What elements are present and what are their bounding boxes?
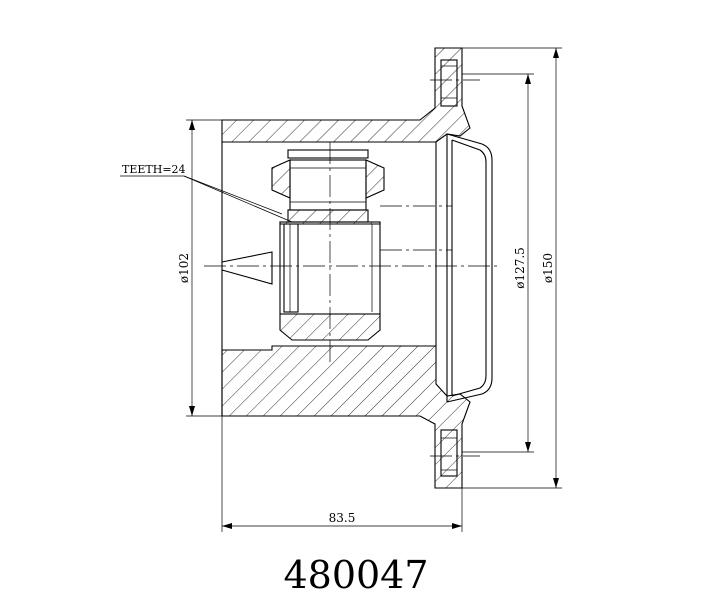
inner-diameter-label: ø102	[177, 253, 191, 283]
part-number: 480047	[283, 553, 428, 597]
dimension-outer-diameter: ø150	[462, 47, 562, 489]
dimension-overall-length: 83.5	[221, 416, 463, 532]
center-lines	[204, 79, 500, 457]
teeth-callout-label: TEETH=24	[122, 163, 186, 176]
bolt-hole-lower	[440, 429, 458, 477]
upper-bearing	[271, 149, 385, 223]
overall-length-label: 83.5	[329, 511, 356, 525]
housing-upper-section	[221, 47, 471, 143]
bolt-hole-upper	[440, 59, 458, 107]
dimension-inner-diameter: ø102	[177, 119, 222, 417]
housing-lower-section	[221, 345, 471, 489]
flange-diameter-label: ø127.5	[513, 247, 527, 289]
inner-bore	[221, 142, 437, 416]
dust-cap	[446, 133, 493, 403]
dimension-flange-diameter: ø127.5	[462, 73, 534, 453]
outer-diameter-label: ø150	[541, 253, 555, 283]
teeth-callout: TEETH=24	[120, 163, 293, 223]
